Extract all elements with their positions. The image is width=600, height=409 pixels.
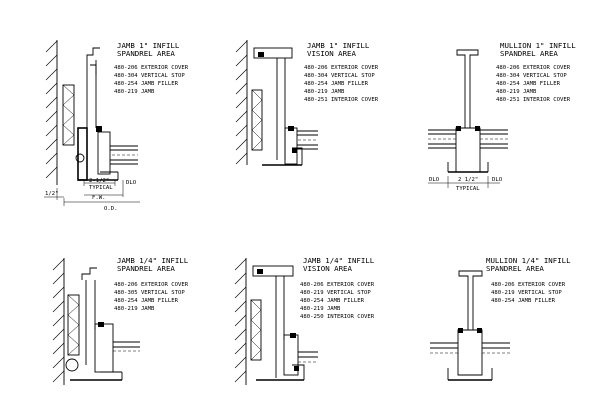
mullion-profile [430,270,510,381]
part-label: 480-219 JAMB [304,89,345,95]
wall-hatch [52,258,65,385]
part-label: 480-254 JAMB FILLER [304,81,369,87]
detail-title-line-2: SPANDREL AREA [117,264,175,273]
dim-fw: F.W. [92,195,105,201]
mullion-profile [428,49,508,173]
insulation [67,294,80,356]
detail-mullion-1-spandrel: DLO 2 1/2" DLO TYPICAL MULLION 1" INFILL… [428,41,576,192]
jamb-profile [252,265,318,381]
part-label: 480-219 VERTICAL STOP [491,290,562,296]
part-label: 480-206 EXTERIOR COVER [300,282,375,288]
part-label: 480-254 JAMB FILLER [300,298,365,304]
part-label: 480-254 JAMB FILLER [491,298,556,304]
insulation [250,299,262,361]
detail-title-line-1: JAMB 1/4" INFILL [117,256,189,265]
dim-dlo-left: DLO [429,177,440,183]
jamb-profile [75,47,138,181]
detail-title-line-1: JAMB 1/4" INFILL [303,256,375,265]
wall-hatch [45,40,58,185]
part-label: 480-304 VERTICAL STOP [304,73,375,79]
insulation [62,84,75,146]
part-label: 480-219 JAMB [114,306,155,312]
detail-jamb-1-spandrel: 2-1/2" TYPICAL F.W. DLO 1/2" O.D. JAMB 1… [44,40,189,212]
detail-title-line-1: JAMB 1" INFILL [117,41,180,50]
detail-title-line-2: SPANDREL AREA [486,264,544,273]
detail-title-line-1: MULLION 1/4" INFILL [486,256,571,265]
detail-jamb-14-vision: JAMB 1/4" INFILL VISION AREA 480-206 EXT… [234,256,375,385]
part-label: 480-206 EXTERIOR COVER [114,65,189,71]
detail-title-line-2: VISION AREA [303,264,352,273]
wall-hatch [234,258,247,385]
detail-mullion-14-spandrel: MULLION 1/4" INFILL SPANDREL AREA 480-20… [430,256,571,381]
jamb-profile [65,267,140,381]
part-label: 480-206 EXTERIOR COVER [114,282,189,288]
detail-title-line-1: JAMB 1" INFILL [307,41,370,50]
dim-2-1-2: 2 1/2" [458,177,478,183]
detail-jamb-14-spandrel: JAMB 1/4" INFILL SPANDREL AREA 480-206 E… [52,256,189,385]
dim-2-1-2: 2-1/2" [89,178,109,184]
part-label: 480-206 EXTERIOR COVER [496,65,571,71]
wall-hatch [235,40,248,165]
part-label: 480-206 EXTERIOR COVER [491,282,566,288]
dim-half-inch: 1/2" [45,191,58,197]
part-label: 480-254 JAMB FILLER [114,81,179,87]
part-label: 480-304 VERTICAL STOP [496,73,567,79]
part-label: 480-251 INTERIOR COVER [496,97,571,103]
detail-title-line-1: MULLION 1" INFILL [500,41,576,50]
part-label: 480-304 VERTICAL STOP [114,73,185,79]
insulation [251,89,263,151]
dim-od: O.D. [104,206,117,212]
part-label: 480-219 JAMB [496,89,537,95]
part-label: 480-219 JAMB [114,89,155,95]
part-label: 480-250 INTERIOR COVER [300,314,375,320]
part-label: 480-219 VERTICAL STOP [300,290,371,296]
detail-jamb-1-vision: JAMB 1" INFILL VISION AREA 480-206 EXTER… [235,40,379,166]
part-label: 480-254 JAMB FILLER [114,298,179,304]
part-label: 480-305 VERTICAL STOP [114,290,185,296]
detail-title-line-2: SPANDREL AREA [500,49,558,58]
dim-dlo-right: DLO [492,177,503,183]
detail-title-line-2: VISION AREA [307,49,356,58]
detail-title-line-2: SPANDREL AREA [117,49,175,58]
part-label: 480-219 JAMB [300,306,341,312]
dimension-lines [428,176,500,188]
jamb-profile [253,47,318,166]
dim-dlo: DLO [126,180,137,186]
dim-typical: TYPICAL [456,186,480,192]
dim-typical: TYPICAL [89,185,113,191]
part-label: 480-251 INTERIOR COVER [304,97,379,103]
part-label: 480-254 JAMB FILLER [496,81,561,87]
dimension-lines [44,180,140,206]
part-label: 480-206 EXTERIOR COVER [304,65,379,71]
